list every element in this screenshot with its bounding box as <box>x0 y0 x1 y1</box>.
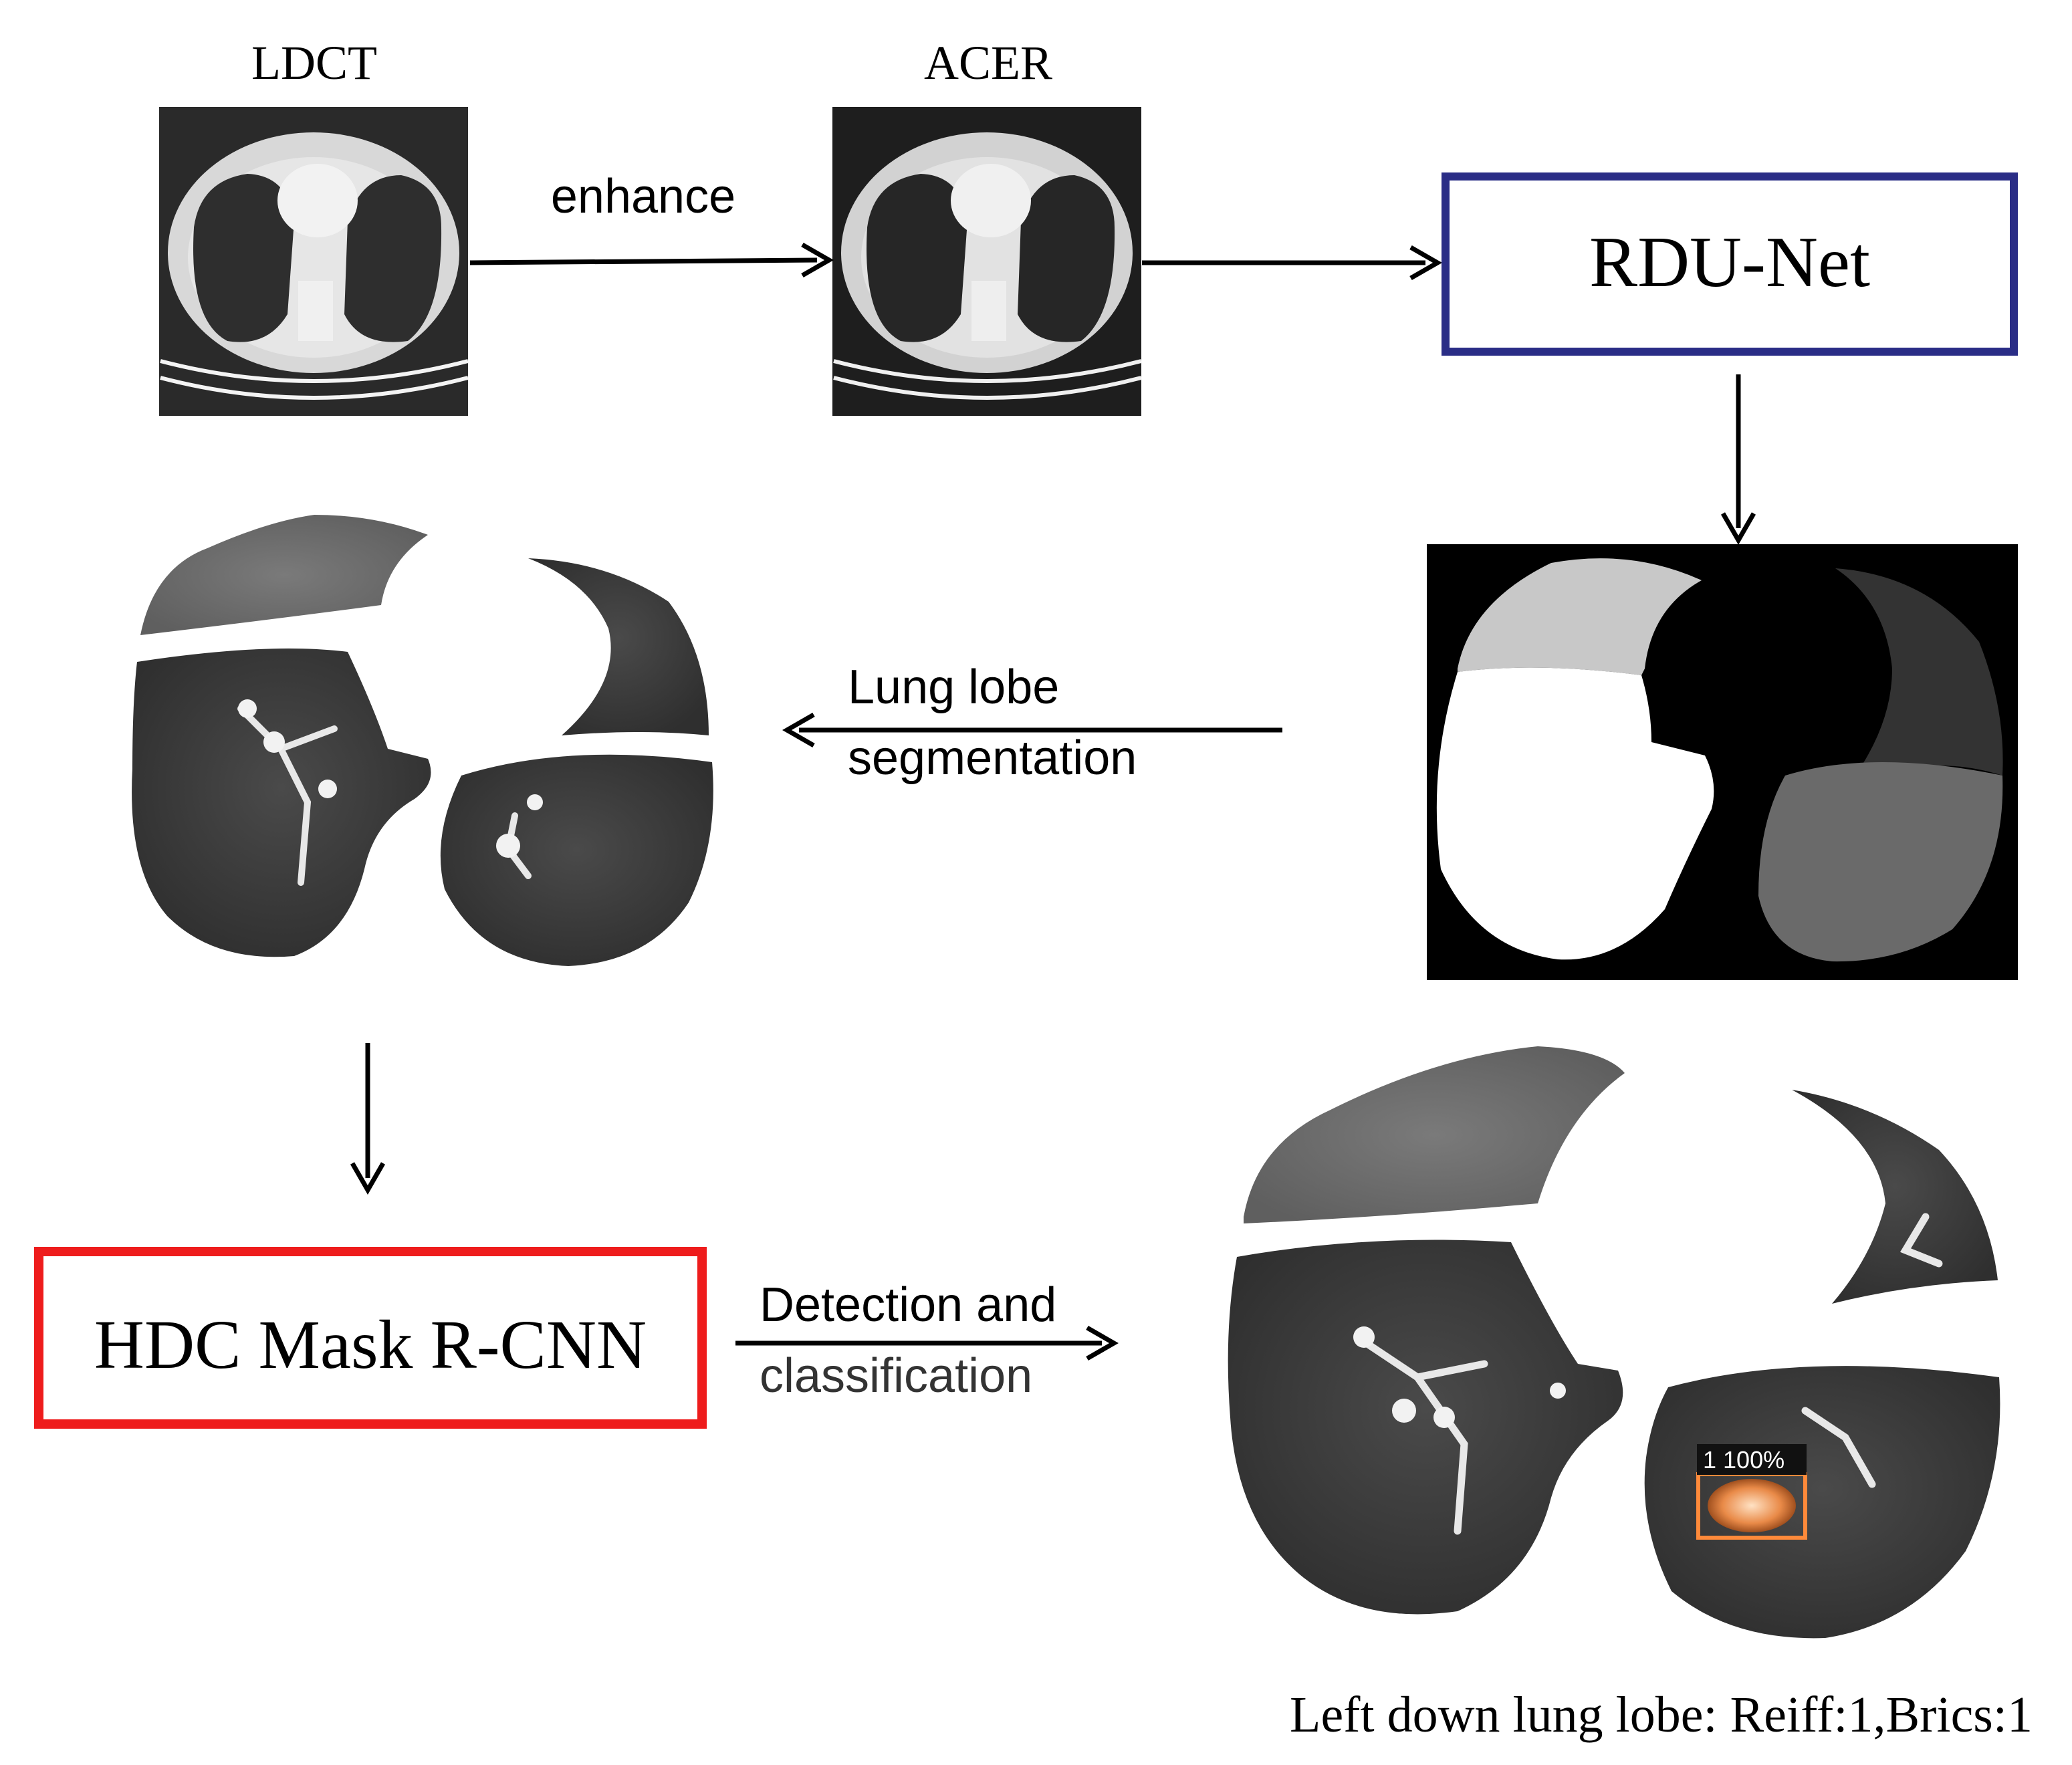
hdc-mask-rcnn-label: HDC Mask R-CNN <box>94 1306 647 1383</box>
rdu-to-mask-arrow <box>1720 374 1756 546</box>
ldct-label: LDCT <box>251 36 377 90</box>
acer-to-rdu-arrow <box>1142 245 1443 281</box>
lobe-mask-image <box>1427 544 2018 980</box>
detected-nodule <box>1708 1479 1796 1532</box>
detection-arrow <box>735 1325 1119 1361</box>
detection-tag-bg <box>1697 1444 1807 1475</box>
detection-tag: 1 100% <box>1703 1446 1785 1474</box>
hdc-mask-rcnn-box <box>34 1247 707 1429</box>
segmented-lungs-image <box>132 515 713 966</box>
rdu-net-box <box>1442 172 2018 356</box>
seg-to-hdc-arrow <box>350 1043 386 1195</box>
detection-label-line2: classification <box>760 1349 1032 1403</box>
enhance-label: enhance <box>551 170 735 223</box>
lobe-seg-arrow <box>782 712 1282 748</box>
lobe-seg-label-line2: segmentation <box>848 731 1137 785</box>
result-caption: Left down lung lobe: Reiff:1,Brics:1 <box>1290 1687 2033 1743</box>
detection-result-image <box>1228 1046 2000 1639</box>
lobe-seg-label-line1: Lung lobe <box>848 661 1059 714</box>
acer-label: ACER <box>924 36 1052 90</box>
acer-ct-image <box>832 107 1142 416</box>
enhance-arrow <box>469 242 834 278</box>
rdu-net-label: RDU-Net <box>1589 223 1870 302</box>
detection-label-line1: Detection and <box>760 1278 1056 1332</box>
ldct-ct-image <box>159 107 469 416</box>
